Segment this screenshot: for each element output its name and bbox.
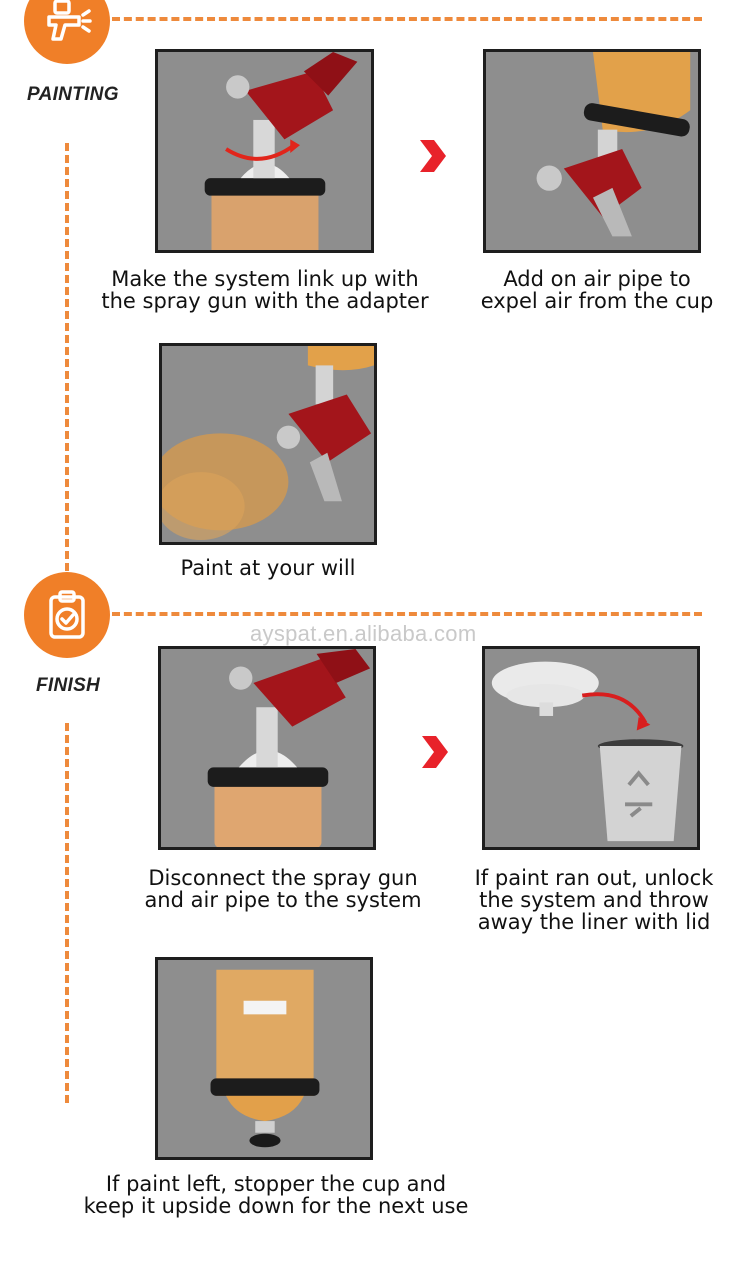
finish-label: FINISH [36, 675, 101, 696]
chevron-right-icon [422, 736, 448, 768]
paint-photo [159, 343, 377, 545]
finish-badge [24, 572, 110, 658]
spray-gun-icon [47, 0, 92, 41]
timeline-line-finish [65, 723, 69, 1103]
stopper-photo [155, 957, 373, 1160]
disconnect-caption: Disconnect the spray gun and air pipe to… [144, 866, 422, 912]
link-up-photo [155, 49, 374, 253]
finish-divider [112, 612, 702, 616]
stopper-caption: If paint left, stopper the cup and keep … [83, 1172, 469, 1218]
unlock-photo [482, 646, 700, 850]
air-pipe-caption: Add on air pipe to expel air from the cu… [480, 267, 714, 313]
watermark: ayspat.en.alibaba.com [250, 621, 477, 646]
chevron-right-icon [420, 140, 446, 172]
painting-divider [112, 17, 702, 21]
link-up-caption: Make the system link up with the spray g… [101, 267, 429, 313]
painting-badge [24, 0, 110, 64]
paint-caption: Paint at your will [180, 556, 356, 580]
unlock-caption: If paint ran out, unlock the system and … [474, 866, 714, 934]
air-pipe-photo [483, 49, 701, 253]
timeline-line-painting [65, 143, 69, 583]
painting-label: PAINTING [27, 84, 119, 105]
clipboard-check-icon [49, 590, 85, 639]
disconnect-photo [158, 646, 376, 850]
